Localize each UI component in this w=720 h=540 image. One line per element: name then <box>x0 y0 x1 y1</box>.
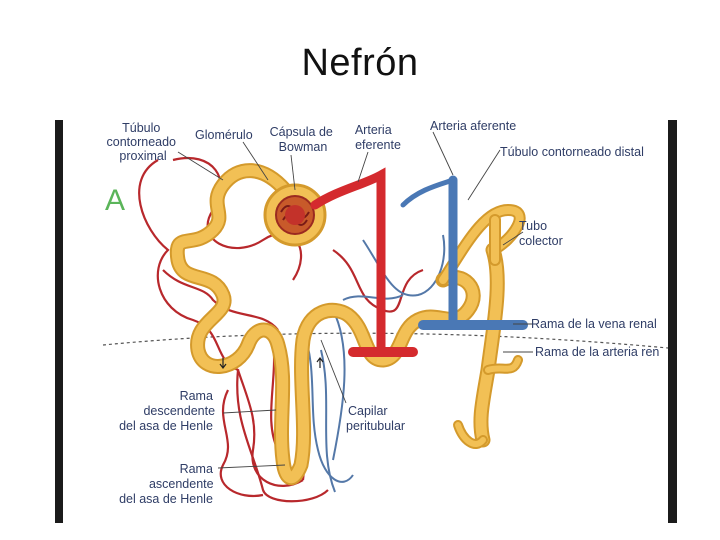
label-rama-descendente: Rama descendente del asa de Henle <box>119 389 218 433</box>
bowman-capsule <box>263 183 327 247</box>
label-capsula-bowman: Cápsula de Bowman <box>270 125 337 154</box>
leader-lines <box>177 131 533 469</box>
label-tubulo-distal: Túbulo contorneado distal <box>500 145 644 159</box>
arrow-descending <box>219 358 227 369</box>
kidney-boundary-line <box>102 332 668 349</box>
figure-canvas: A Túbulo contorneado proximal Glomérulo … <box>63 120 668 523</box>
nephron-diagram: A Túbulo contorneado proximal Glomérulo … <box>102 120 668 506</box>
nephron-figure: A Túbulo contorneado proximal Glomérulo … <box>55 120 677 523</box>
label-arteria-aferente: Arteria aferente <box>430 120 516 133</box>
panel-letter: A <box>105 184 125 217</box>
arteries <box>310 167 418 357</box>
arrow-ascending <box>316 357 324 368</box>
label-vena-renal: Rama de la vena renal <box>531 317 657 331</box>
figure-left-border <box>55 120 63 523</box>
slide-title: Nefrón <box>301 42 419 84</box>
label-rama-ascendente: Rama ascendente del asa de Henle <box>119 462 217 506</box>
label-capilar-peritubular: Capilar peritubular <box>346 404 405 433</box>
label-arteria-renal: Rama de la arteria ren <box>535 345 659 359</box>
figure-right-border <box>668 120 677 523</box>
label-tubo-colector: Tubo colector <box>519 219 563 248</box>
label-tubulo-proximal: Túbulo contorneado proximal <box>107 121 180 163</box>
veins <box>400 175 528 330</box>
label-glomerulo: Glomérulo <box>195 128 253 142</box>
label-arteria-eferente: Arteria eferente <box>355 123 401 152</box>
